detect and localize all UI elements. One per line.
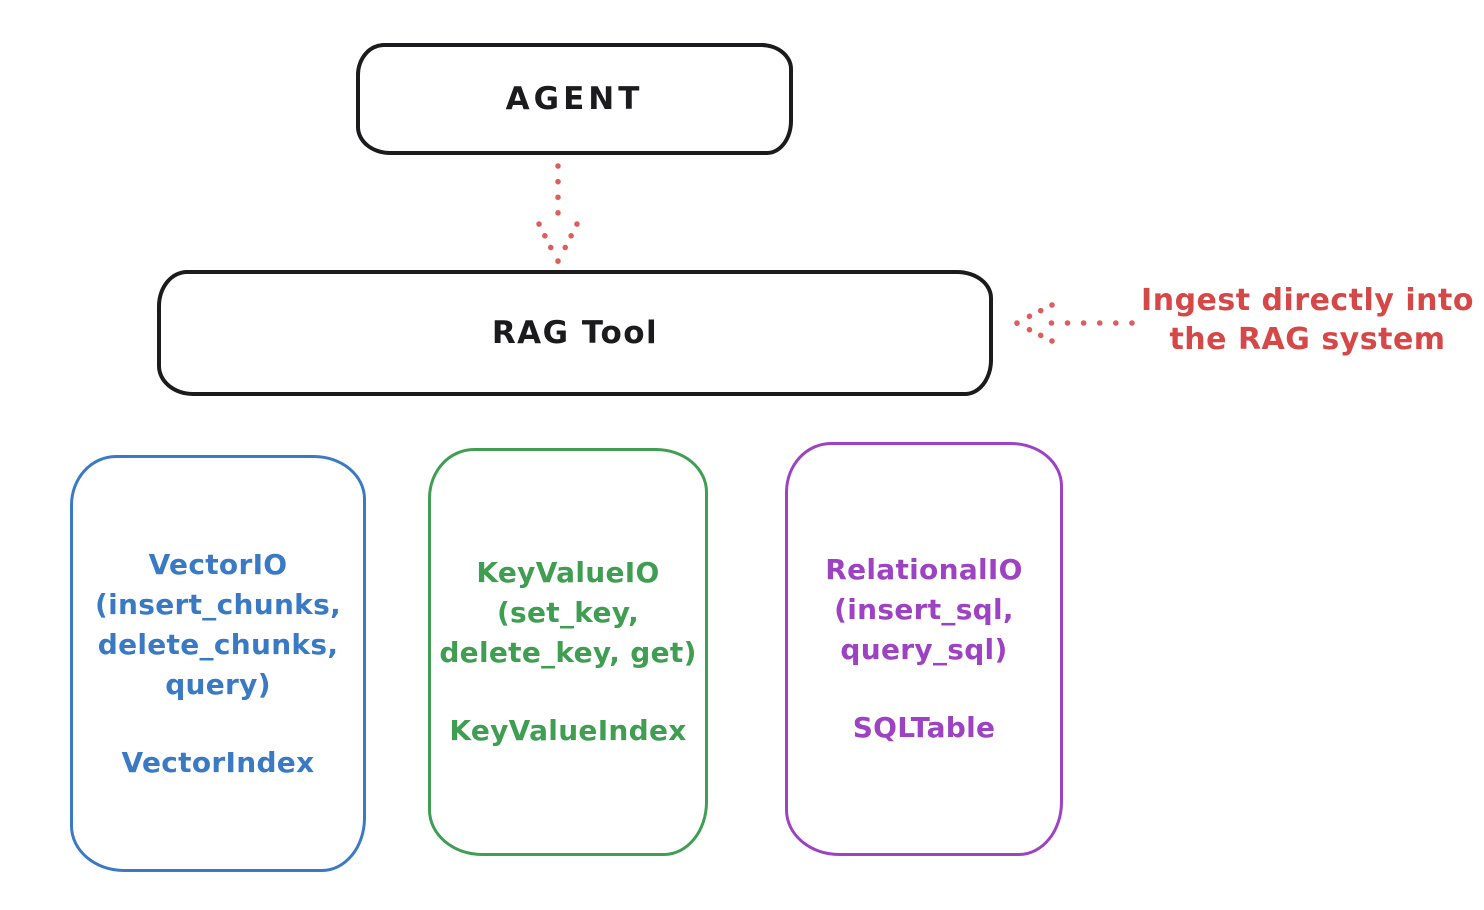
ingest-annotation-line2: the RAG system bbox=[1169, 322, 1446, 357]
vector-io-node: VectorIO (insert_chunks, delete_chunks, … bbox=[70, 455, 366, 872]
relational-io-line: (insert_sql, bbox=[834, 593, 1014, 626]
rag-tool-node: RAG Tool bbox=[157, 270, 993, 396]
relational-io-line: RelationalIO bbox=[825, 553, 1023, 586]
relational-io-node: RelationalIO (insert_sql, query_sql) SQL… bbox=[785, 442, 1063, 856]
arrow-agent-to-rag-icon bbox=[536, 163, 580, 264]
relational-io-line: query_sql) bbox=[840, 633, 1008, 666]
key-value-index-label: KeyValueIndex bbox=[449, 714, 687, 747]
agent-label: AGENT bbox=[505, 81, 644, 117]
arrow-annotation-to-rag-icon bbox=[1014, 302, 1135, 344]
vector-io-line: delete_chunks, bbox=[97, 627, 339, 661]
ingest-annotation-line1: Ingest directly into bbox=[1141, 283, 1474, 318]
vector-index-label: VectorIndex bbox=[121, 745, 315, 779]
key-value-io-line: KeyValueIO bbox=[476, 556, 660, 589]
agent-node: AGENT bbox=[356, 43, 793, 155]
key-value-io-line: (set_key, bbox=[496, 596, 640, 629]
relational-io-lines: RelationalIO (insert_sql, query_sql) bbox=[825, 550, 1023, 670]
ingest-annotation: Ingest directly into the RAG system bbox=[1135, 281, 1480, 359]
sql-table-label: SQLTable bbox=[852, 711, 996, 744]
vector-io-line: (insert_chunks, bbox=[95, 587, 341, 621]
vector-io-lines: VectorIO (insert_chunks, delete_chunks, … bbox=[95, 545, 341, 705]
vector-io-line: VectorIO bbox=[148, 547, 288, 581]
rag-tool-label: RAG Tool bbox=[491, 315, 659, 351]
vector-io-line: query) bbox=[165, 667, 271, 701]
key-value-io-lines: KeyValueIO (set_key, delete_key, get) bbox=[439, 553, 696, 673]
key-value-io-line: delete_key, get) bbox=[439, 636, 697, 669]
key-value-io-node: KeyValueIO (set_key, delete_key, get) Ke… bbox=[428, 448, 708, 856]
